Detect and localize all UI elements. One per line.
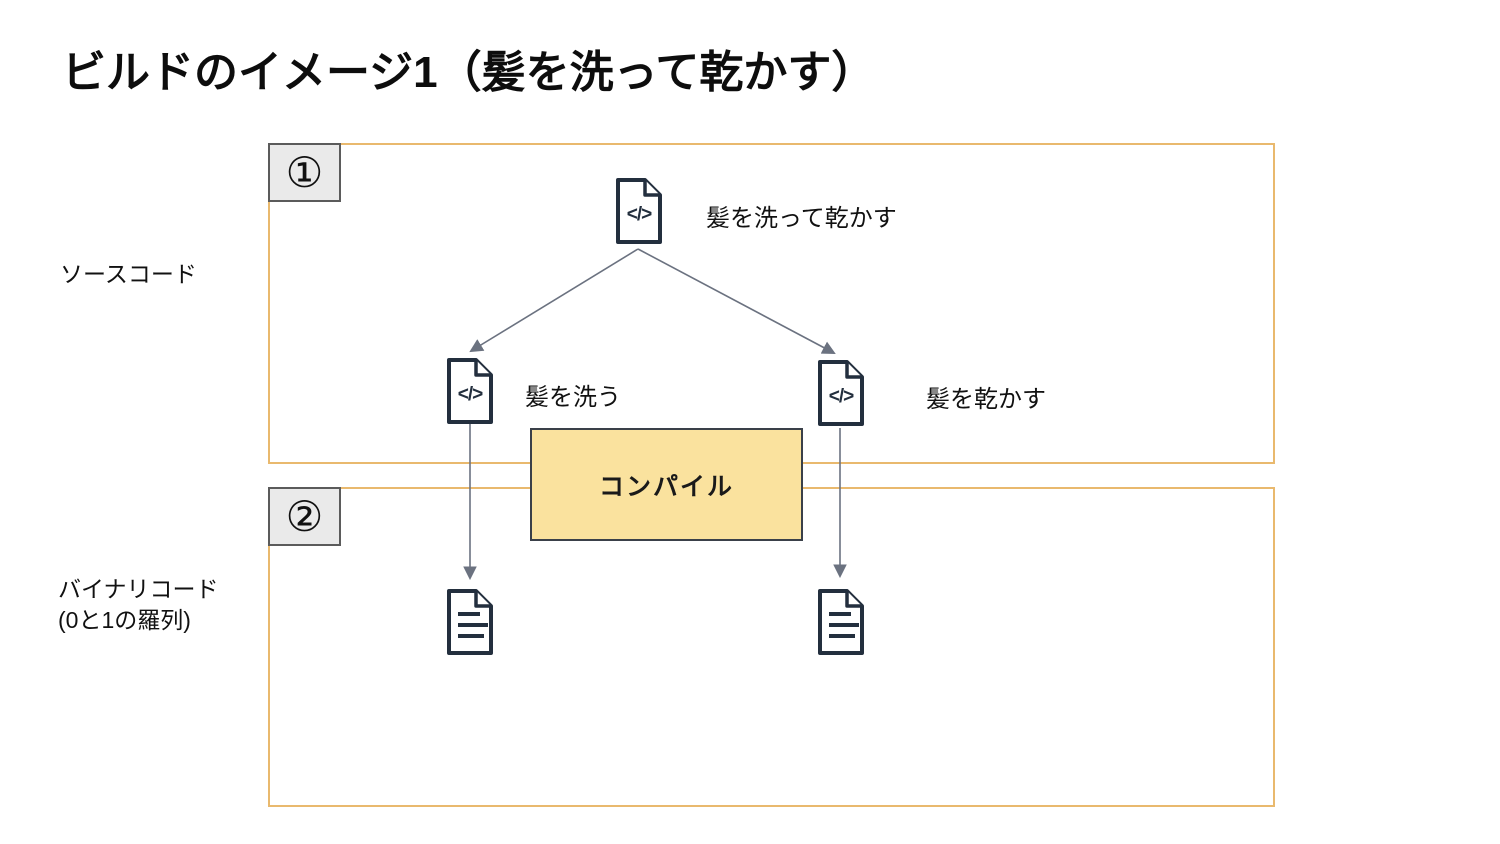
source-file-icon-root: </> bbox=[613, 177, 665, 245]
source-file-icon-dry: </> bbox=[815, 359, 867, 427]
file-fold bbox=[474, 591, 491, 608]
section-box-source: ① bbox=[268, 143, 1275, 464]
row-label-binary-line1: バイナリコード bbox=[58, 576, 219, 602]
code-icon-glyph: </> bbox=[458, 384, 483, 405]
binary-file-icon-wash bbox=[444, 588, 496, 656]
binary-text-lines bbox=[458, 612, 488, 638]
code-icon-glyph: </> bbox=[829, 386, 854, 407]
row-label-binary-line2: (0と1の羅列) bbox=[58, 607, 191, 633]
source-file-icon-wash: </> bbox=[444, 357, 496, 425]
node-label-dry: 髪を乾かす bbox=[926, 386, 1046, 413]
compile-box: コンパイル bbox=[530, 428, 803, 541]
row-label-source-code: ソースコード bbox=[60, 261, 197, 287]
row-label-binary-code: バイナリコード (0と1の羅列) bbox=[58, 574, 219, 636]
page-title: ビルドのイメージ1（髪を洗って乾かす） bbox=[62, 48, 876, 97]
node-label-root: 髪を洗って乾かす bbox=[706, 205, 897, 232]
binary-text-lines bbox=[829, 612, 859, 638]
binary-file-icon-dry bbox=[815, 588, 867, 656]
file-fold bbox=[845, 591, 862, 608]
file-fold bbox=[643, 180, 660, 197]
compile-label: コンパイル bbox=[598, 472, 734, 501]
node-label-wash: 髪を洗う bbox=[525, 384, 621, 411]
section-badge-1: ① bbox=[268, 143, 341, 202]
file-fold bbox=[474, 360, 491, 377]
section-badge-2: ② bbox=[268, 487, 341, 546]
file-fold bbox=[845, 362, 862, 379]
code-icon-glyph: </> bbox=[627, 204, 652, 225]
